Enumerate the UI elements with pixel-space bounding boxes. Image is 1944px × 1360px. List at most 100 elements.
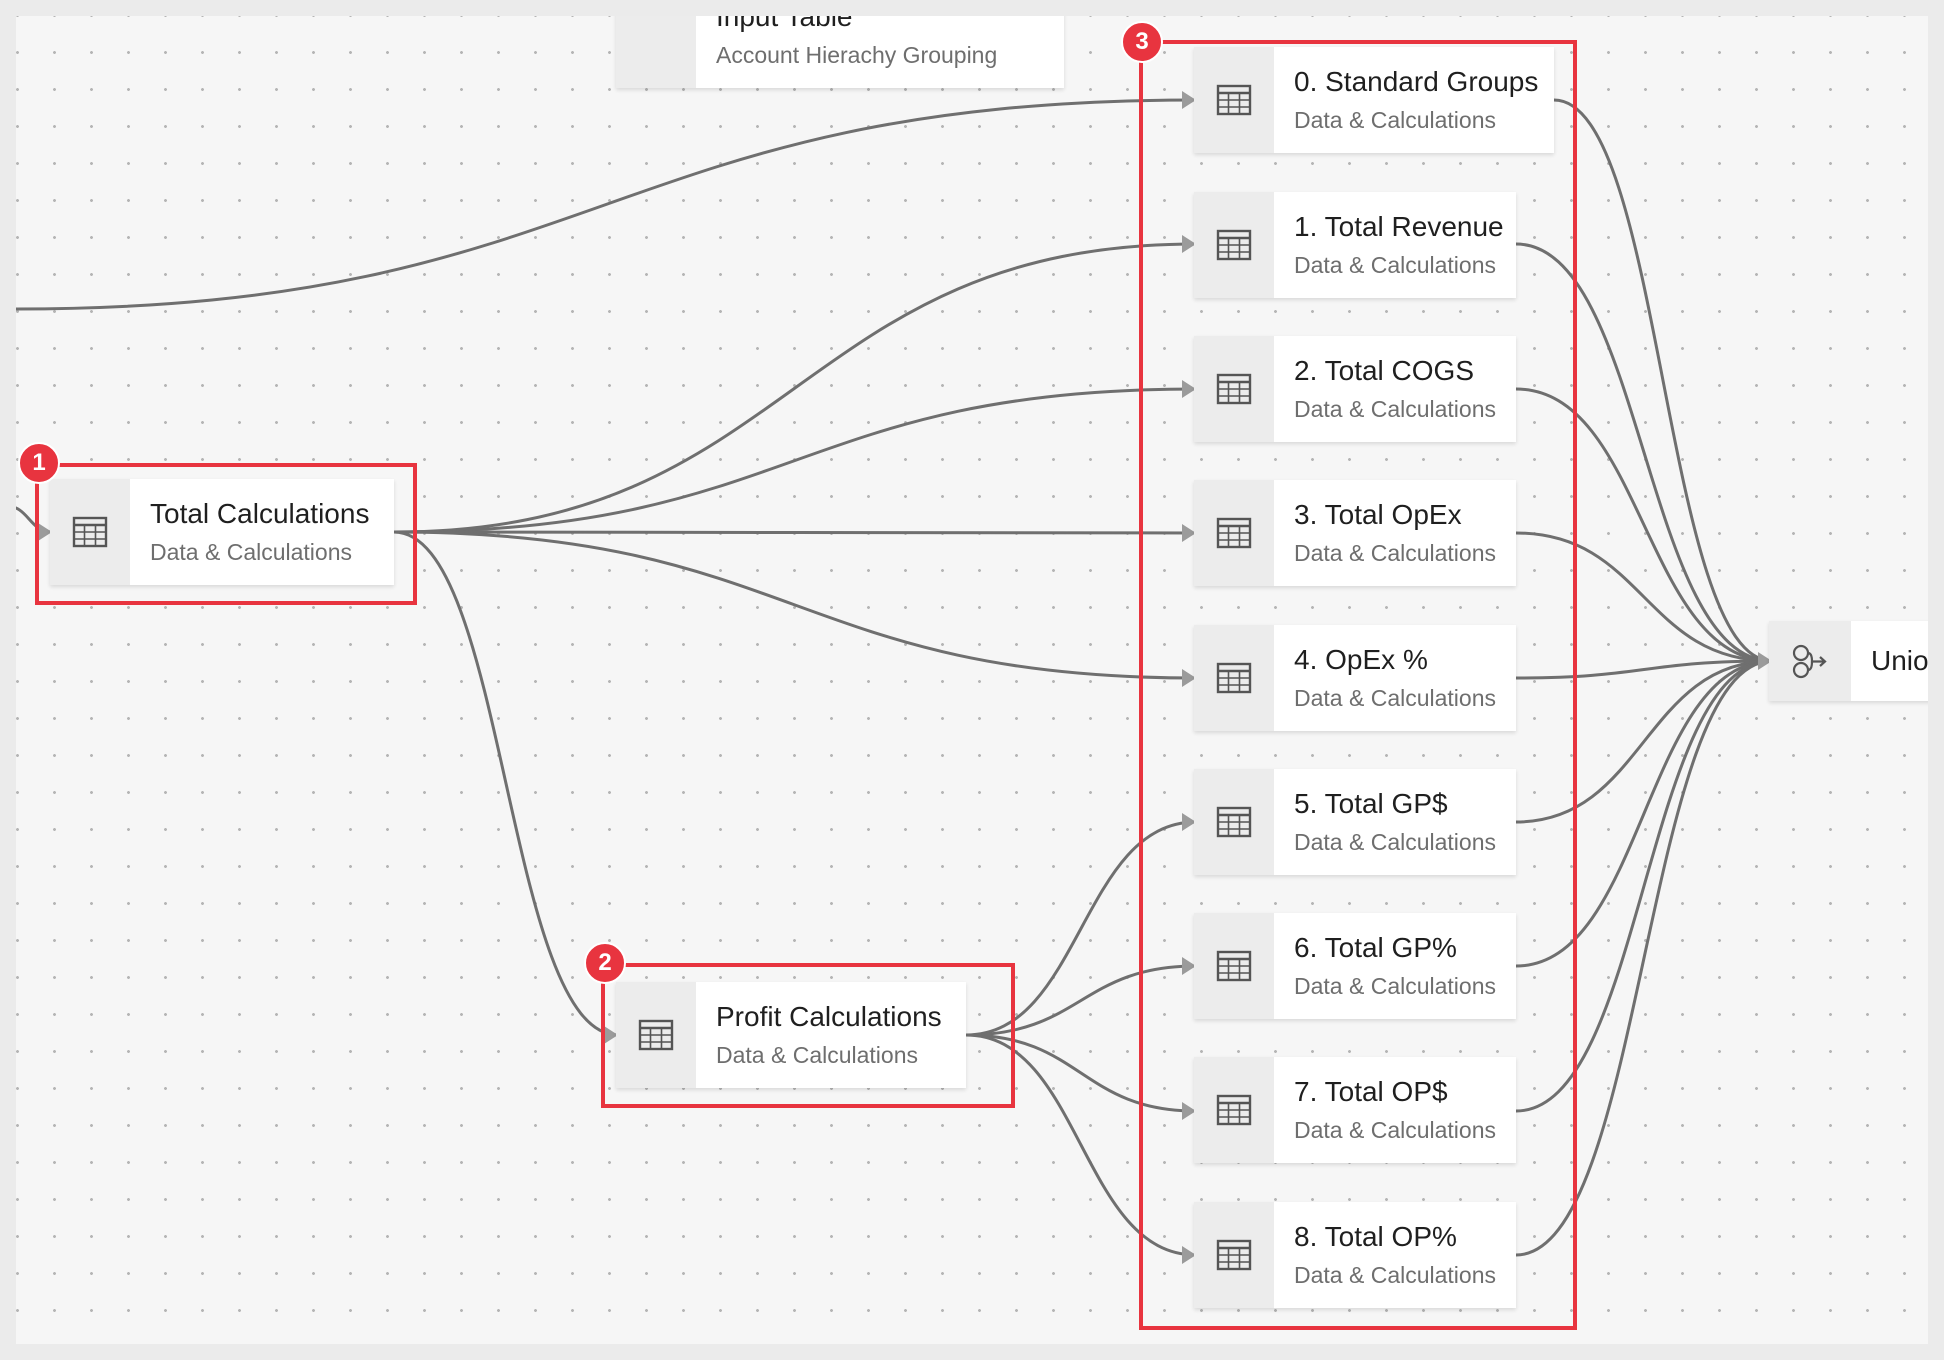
node-title: Total Calculations	[150, 498, 370, 529]
edge-arrowhead	[38, 523, 52, 541]
node-subtitle: Data & Calculations	[1294, 107, 1496, 133]
edge-arrowhead	[1182, 957, 1196, 975]
edge-input-to-output-0	[16, 98, 1197, 311]
edge-profit-to-output-5	[965, 820, 1197, 1037]
edge-arrowhead	[1182, 380, 1196, 398]
node-subtitle: Data & Calculations	[1294, 252, 1496, 278]
node-title: Profit Calculations	[716, 1001, 942, 1032]
table-icon	[638, 1019, 674, 1051]
node-subtitle: Data & Calculations	[1294, 540, 1496, 566]
edge-output-5-to-union	[1515, 659, 1773, 824]
edge-output-0-to-union	[1553, 98, 1773, 663]
edge-profit-to-output-8	[965, 1033, 1197, 1257]
table-icon	[1216, 373, 1252, 405]
edge-arrowhead	[1182, 669, 1196, 687]
table-icon-box	[1194, 625, 1274, 731]
node-subtitle: Data & Calculations	[1294, 973, 1496, 999]
node-subtitle: Data & Calculations	[1294, 396, 1496, 422]
node-title: 2. Total COGS	[1294, 355, 1475, 386]
table-icon	[1216, 1094, 1252, 1126]
table-icon-box	[616, 982, 696, 1088]
node-output-5[interactable]: 5. Total GP$ Data & Calculations	[1194, 769, 1516, 875]
edge-arrowhead	[1182, 1246, 1196, 1264]
edge-total-to-output-2	[393, 387, 1197, 534]
edge-output-8-to-union	[1515, 659, 1773, 1257]
edge-output-4-to-union	[1515, 659, 1773, 680]
edge-output-6-to-union	[1515, 659, 1773, 968]
workflow-canvas[interactable]: Input Table Account Hierachy Grouping To…	[16, 16, 1928, 1344]
node-profit-calculations[interactable]: Profit Calculations Data & Calculations	[616, 982, 966, 1088]
table-icon-box	[50, 479, 130, 585]
edge-total-to-output-4	[393, 530, 1197, 680]
node-title: 6. Total GP%	[1294, 932, 1457, 963]
node-subtitle: Data & Calculations	[1294, 1117, 1496, 1143]
node-subtitle: Data & Calculations	[1294, 1262, 1496, 1288]
edge-arrowhead	[1182, 1102, 1196, 1120]
table-icon-box	[1194, 47, 1274, 153]
node-output-2[interactable]: 2. Total COGS Data & Calculations	[1194, 336, 1516, 442]
table-icon	[1216, 806, 1252, 838]
node-output-8[interactable]: 8. Total OP% Data & Calculations	[1194, 1202, 1516, 1308]
node-title: 1. Total Revenue	[1294, 211, 1504, 242]
table-icon	[1216, 229, 1252, 261]
edge-layer	[16, 91, 1773, 1264]
union-icon-box	[1769, 621, 1851, 701]
edge-total-to-profit	[393, 530, 619, 1037]
edge-profit-to-output-7	[965, 1033, 1197, 1113]
table-icon-box	[1194, 769, 1274, 875]
node-subtitle: Data & Calculations	[150, 539, 352, 565]
table-icon-box	[1194, 913, 1274, 1019]
edge-output-7-to-union	[1515, 659, 1773, 1113]
edge-total-to-output-3	[393, 530, 1197, 535]
annotation-badge-2: 2	[584, 942, 626, 984]
node-output-4[interactable]: 4. OpEx % Data & Calculations	[1194, 625, 1516, 731]
table-icon	[1216, 517, 1252, 549]
table-icon-box	[1194, 480, 1274, 586]
table-icon	[1216, 950, 1252, 982]
union-icon	[1792, 644, 1827, 679]
annotation-badge-3: 3	[1121, 21, 1163, 63]
node-total-calculations[interactable]: Total Calculations Data & Calculations	[50, 479, 394, 585]
table-icon-box	[1194, 192, 1274, 298]
edge-profit-to-output-6	[965, 964, 1197, 1037]
table-icon-box	[1194, 336, 1274, 442]
node-subtitle: Account Hierachy Grouping	[716, 42, 998, 68]
edge-into-total	[16, 506, 53, 534]
node-output-6[interactable]: 6. Total GP% Data & Calculations	[1194, 913, 1516, 1019]
node-subtitle: Data & Calculations	[716, 1042, 918, 1068]
edge-arrowhead	[1182, 91, 1196, 109]
edge-arrowhead	[604, 1026, 618, 1044]
node-title: 4. OpEx %	[1294, 644, 1428, 675]
table-icon	[72, 516, 108, 548]
edge-total-to-output-1	[393, 242, 1197, 534]
node-input-table[interactable]: Input Table Account Hierachy Grouping	[616, 16, 1064, 88]
table-icon	[616, 16, 696, 88]
table-icon	[1216, 1239, 1252, 1271]
node-title: Unio	[1871, 645, 1928, 676]
node-title: 8. Total OP%	[1294, 1221, 1457, 1252]
table-icon	[1216, 84, 1252, 116]
node-title: 5. Total GP$	[1294, 788, 1448, 819]
edge-arrowhead	[1182, 813, 1196, 831]
edge-arrowhead	[1182, 524, 1196, 542]
edge-arrowhead	[1758, 652, 1772, 670]
node-output-7[interactable]: 7. Total OP$ Data & Calculations	[1194, 1057, 1516, 1163]
table-icon-box	[1194, 1202, 1274, 1308]
table-icon-box	[1194, 1057, 1274, 1163]
edge-output-2-to-union	[1515, 387, 1773, 663]
node-title: Input Table	[716, 16, 853, 32]
node-title: 7. Total OP$	[1294, 1076, 1448, 1107]
edge-output-1-to-union	[1515, 242, 1773, 663]
node-title: 3. Total OpEx	[1294, 499, 1462, 530]
node-union[interactable]: Unio	[1769, 621, 1928, 701]
node-subtitle: Data & Calculations	[1294, 829, 1496, 855]
node-title: 0. Standard Groups	[1294, 66, 1539, 97]
edge-arrowhead	[1182, 235, 1196, 253]
node-subtitle: Data & Calculations	[1294, 685, 1496, 711]
table-icon	[1216, 662, 1252, 694]
annotation-badge-1: 1	[18, 442, 60, 484]
edge-output-3-to-union	[1515, 531, 1773, 663]
